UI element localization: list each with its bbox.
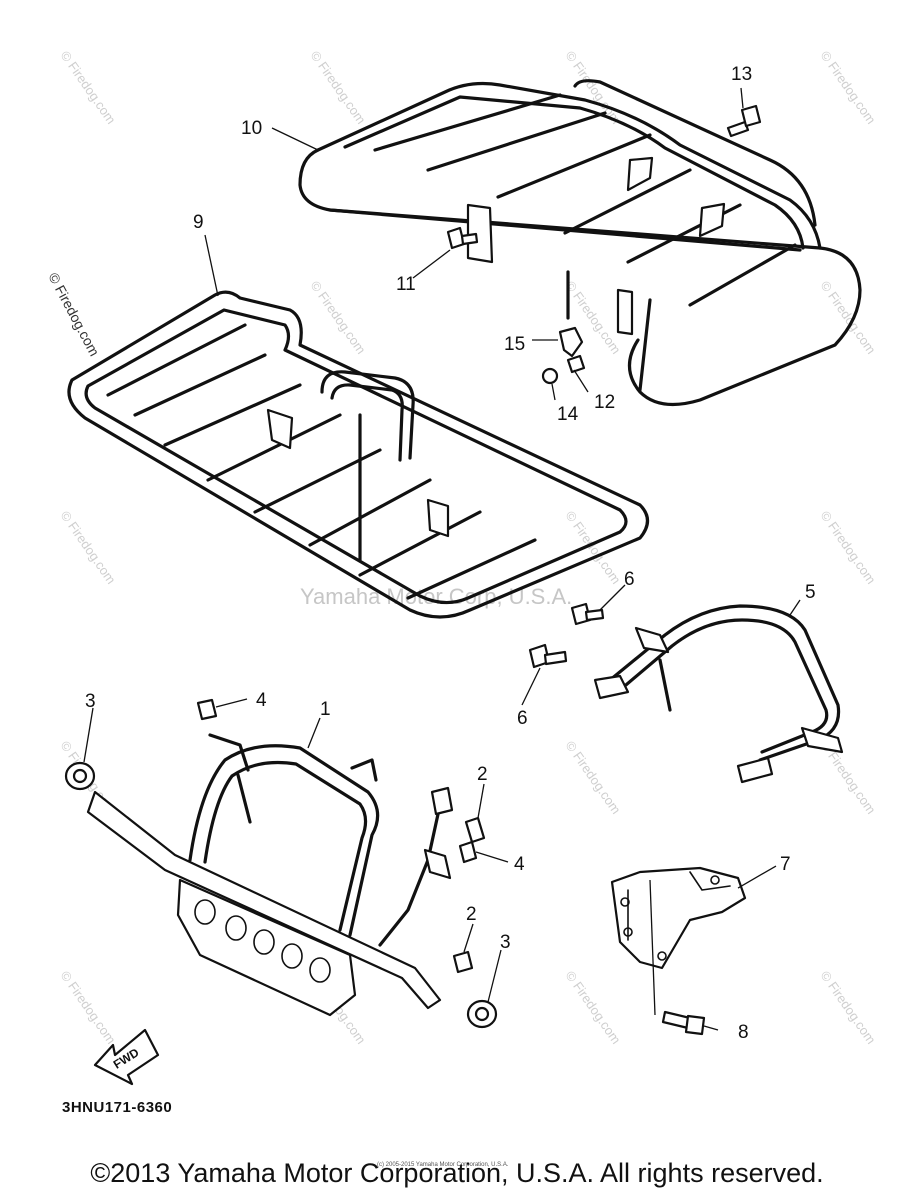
callout-6-bottom: 6 [517,708,528,729]
callout-3-left: 3 [85,691,96,712]
watermark-tile: © Firedog.com [58,48,119,127]
leader-lines [83,87,801,1031]
copyright-footer: ©2013 Yamaha Motor Corporation, U.S.A. A… [90,1158,824,1188]
callout-5: 5 [805,582,816,603]
watermark-side: © Firedog.com [45,270,102,359]
callout-9: 9 [193,212,204,233]
watermark-tile: © Firedog.com [308,278,369,357]
fasteners [64,104,762,1036]
callout-8: 8 [738,1022,749,1043]
callout-2-top: 2 [477,764,488,785]
part-code: 3HNU171-6360 [62,1099,172,1116]
watermark-tile: © Firedog.com [563,968,624,1047]
callout-numbers: 10 13 9 11 15 12 14 6 5 6 4 3 1 2 4 2 3 … [85,64,816,1043]
watermark-center: Yamaha Motor Corp, U.S.A. [300,584,572,609]
callout-12: 12 [594,392,615,413]
rear-guard [593,604,844,784]
callout-11: 11 [396,274,416,295]
callout-1: 1 [320,699,331,720]
mounting-bracket [610,866,747,970]
front-carrier [67,290,650,619]
watermark-tile: © Firedog.com [563,738,624,817]
watermark-tile: © Firedog.com [818,278,879,357]
small-notice: (c) 2005-2015 Yamaha Motor Corporation, … [377,1162,509,1168]
watermark-tile: © Firedog.com [58,508,119,587]
callout-15: 15 [504,334,525,355]
callout-4-top: 4 [256,690,267,711]
rear-carrier [298,79,862,407]
watermark-tile: © Firedog.com [818,48,879,127]
callout-4-right: 4 [514,854,525,875]
watermark-tile: © Firedog.com [818,968,879,1047]
watermark-tile: © Firedog.com [308,48,369,127]
front-guard [86,733,454,1017]
watermark-tile: © Firedog.com [818,508,879,587]
callout-10: 10 [241,118,262,139]
callout-3-right: 3 [500,932,511,953]
callout-13: 13 [731,64,752,85]
callout-14: 14 [557,404,579,425]
callout-7: 7 [780,854,791,875]
callout-6-top: 6 [624,569,635,590]
callout-2-bottom: 2 [466,904,477,925]
watermark-tile: © Firedog.com [58,968,119,1047]
